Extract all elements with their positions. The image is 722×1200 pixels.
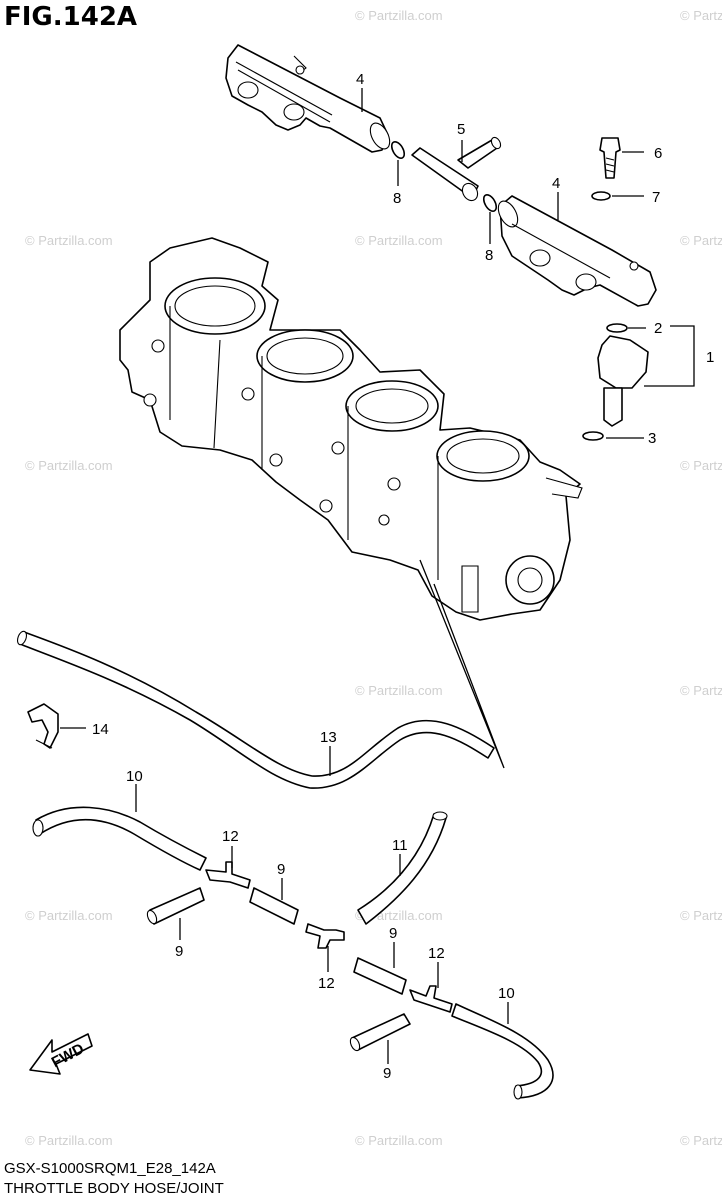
t-joint-12a xyxy=(205,861,251,889)
figure-code: GSX-S1000SRQM1_E28_142A xyxy=(4,1160,216,1177)
callout-9: 9 xyxy=(277,861,285,878)
callout-9: 9 xyxy=(175,943,183,960)
bolt xyxy=(591,137,621,201)
callout-12: 12 xyxy=(222,828,239,845)
t-joint-12c xyxy=(409,985,453,1013)
hose-13 xyxy=(16,630,495,789)
callout-7: 7 xyxy=(652,189,660,206)
watermark: © Partzilla.com xyxy=(25,908,113,923)
watermark: © Partzilla.com xyxy=(25,1133,113,1148)
callout-10: 10 xyxy=(498,985,515,1002)
callout-4: 4 xyxy=(356,71,364,88)
callout-5: 5 xyxy=(457,121,465,138)
watermark: © Partzilla.com xyxy=(25,458,113,473)
figure-title: FIG.142A xyxy=(4,2,138,32)
callout-6: 6 xyxy=(654,145,662,162)
watermark: © Partzilla.com xyxy=(355,233,443,248)
callout-9: 9 xyxy=(389,925,397,942)
callout-8: 8 xyxy=(393,190,401,207)
callout-labels: 4 5 8 8 4 6 7 2 1 3 14 13 10 12 11 9 9 1… xyxy=(92,71,714,1082)
o-ring xyxy=(390,141,498,212)
watermark: © Partzilla.com xyxy=(355,1133,443,1148)
callout-9: 9 xyxy=(383,1065,391,1082)
throttle-body xyxy=(119,237,583,621)
callout-13: 13 xyxy=(320,729,337,746)
watermark: © Partzilla.com xyxy=(680,458,722,473)
watermark: © Partzilla.com xyxy=(355,683,443,698)
hose-11 xyxy=(357,811,448,925)
t-joint-12b xyxy=(305,923,345,949)
watermark: © Partzilla.com xyxy=(680,908,722,923)
watermark: © Partzilla.com xyxy=(355,8,443,23)
hose-9 xyxy=(146,887,411,1052)
hose-10-lower xyxy=(451,1003,554,1100)
leader-line xyxy=(419,559,505,769)
callout-2: 2 xyxy=(654,320,662,337)
callout-4: 4 xyxy=(552,175,560,192)
callout-10: 10 xyxy=(126,768,143,785)
callout-12: 12 xyxy=(318,975,335,992)
watermark: © Partzilla.com xyxy=(680,683,722,698)
watermark: © Partzilla.com xyxy=(25,233,113,248)
fwd-arrow: FWD xyxy=(29,1033,93,1075)
callout-8: 8 xyxy=(485,247,493,264)
fuel-rail-upper xyxy=(225,44,391,153)
clamp-14 xyxy=(27,703,59,749)
watermark: © Partzilla.com xyxy=(680,233,722,248)
callout-3: 3 xyxy=(648,430,656,447)
watermark: © Partzilla.com xyxy=(680,8,722,23)
figure-name: THROTTLE BODY HOSE/JOINT xyxy=(4,1180,224,1197)
joint-pipe xyxy=(411,136,502,202)
callout-14: 14 xyxy=(92,721,109,738)
hose-10-upper xyxy=(32,806,207,871)
fuel-rail-lower xyxy=(497,195,657,307)
callout-1: 1 xyxy=(706,349,714,366)
fuel-injector xyxy=(582,323,649,441)
callout-12: 12 xyxy=(428,945,445,962)
callout-leaders xyxy=(60,88,695,1064)
callout-11: 11 xyxy=(392,837,408,854)
watermark: © Partzilla.com xyxy=(680,1133,722,1148)
